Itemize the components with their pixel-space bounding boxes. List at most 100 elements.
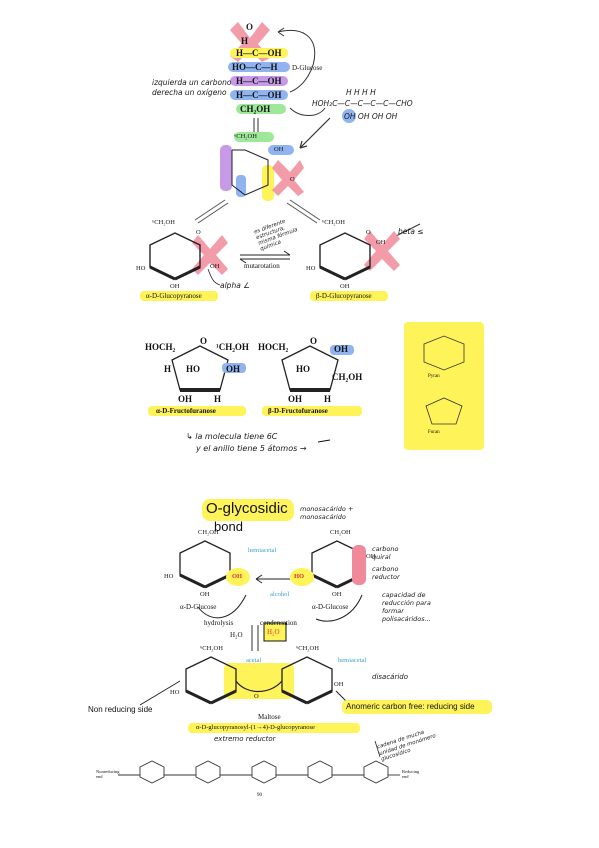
condensation-label: condensation <box>260 619 297 627</box>
pink-highlight-alpha <box>192 235 228 275</box>
left-ho: HO <box>164 573 174 580</box>
mutarotation-label: mutarotation <box>244 262 280 270</box>
open-chain-oh-row: OH OH OH OH <box>344 112 398 121</box>
blue-highlight-ring <box>236 175 246 197</box>
beta-ch2oh: ⁶CH₂OH <box>322 219 345 226</box>
ring-oh-top: OH <box>274 146 284 153</box>
hemiacetal-label-left: hemiacetal <box>248 547 277 554</box>
beta-glucopyranose-name: β-D-Glucopyranose <box>316 292 372 300</box>
beta-ho: HO <box>306 265 316 272</box>
glycosidic-title-bond: bond <box>214 519 243 534</box>
beta-furanose-ring <box>281 345 339 391</box>
alpha-oh-bottom: OH <box>170 283 180 290</box>
glucose-fischer-drawing <box>194 22 421 237</box>
blue-circle-oh <box>342 109 356 123</box>
beta-oh-bottom: OH <box>288 394 303 404</box>
beta-hoch2: HOCH₂ <box>258 342 289 352</box>
pyranose-section: ⁶CH₂OH O OH HO OH alpha ∠ α-D-Glucopyran… <box>0 205 599 315</box>
nonreducing-end-label: Nonreducing end <box>96 769 120 779</box>
alpha-h-left: H <box>164 364 172 374</box>
open-chain-formula: HOH₂C—C—C—C—C—CHO <box>312 99 413 108</box>
pink-hl-right-oh <box>352 545 366 585</box>
pink-highlight-ring <box>272 160 304 196</box>
alpha-oh-right: OH <box>226 364 241 374</box>
blue-hl-alpha-oh <box>222 363 246 373</box>
alpha-ch2oh: ⁶CH₂OH <box>152 219 175 226</box>
furan-label: Furan <box>428 430 440 435</box>
glycosidic-section: O-glycosidic bond monosacárido + monosac… <box>0 495 599 848</box>
blue-highlight-r5 <box>230 90 288 100</box>
yellow-highlight-r2 <box>230 48 288 58</box>
note-extremo-reductor: extremo reductor <box>214 735 276 743</box>
right-oh: OH <box>366 553 376 560</box>
alpha-hoch2: HOCH₂ <box>145 342 176 352</box>
note-carbono-reductor: carbono reductor <box>372 565 400 581</box>
maltose-full-name: α-D-glucopyranosyl-(1→4)-D-glucopyranose <box>196 724 315 731</box>
open-chain-h-row: H H H H <box>346 88 376 97</box>
yellow-hl-alpha-fru <box>148 406 246 416</box>
alpha-furanose-ring <box>171 345 229 391</box>
maltose-left-ch2oh: ⁶CH₂OH <box>200 645 223 652</box>
yellow-hl-beta-name <box>310 291 388 301</box>
left-ch2oh: CH₂OH <box>198 529 219 536</box>
yellow-hl-beta-fru <box>262 406 362 416</box>
beta-oh: OH <box>376 239 386 246</box>
chain-c6: CH₂OH <box>240 104 271 114</box>
h2o-box-label: H₂O <box>267 628 280 636</box>
glycosidic-title: O-glycosidic <box>206 500 288 517</box>
pyranose-drawing <box>140 231 400 301</box>
polymer-chain <box>118 760 400 784</box>
pyran-furan-box <box>404 322 484 450</box>
yellow-hl-alpha-name <box>140 291 218 301</box>
furanose-drawing <box>148 322 484 450</box>
yellow-hl-anomeric <box>342 700 492 714</box>
chain-row-4: H—C—OH <box>236 76 282 86</box>
note-izquierda: izquierda un carbono <box>152 78 232 87</box>
maltose-label: Maltose <box>258 713 281 721</box>
blue-hl-beta-oh <box>330 345 354 355</box>
furanose-section: HOCH₂ O ¹CH₂OH H HO OH OH H α-D-Fructofu… <box>0 320 599 470</box>
glycosidic-drawing <box>118 499 492 784</box>
yellow-hl-right-ho <box>290 568 314 586</box>
alpha-fructofuranose-name: α-D-Fructofuranose <box>156 407 216 415</box>
beta-o: O <box>366 229 371 236</box>
beta-ch2oh: CH₂OH <box>332 372 363 382</box>
c1-h-label: H <box>241 36 249 46</box>
beta-oh-top: OH <box>334 344 349 354</box>
note-monosacaridos: monosacárido + monosacárido <box>300 505 354 521</box>
arrow-to-chain <box>289 107 326 116</box>
reducing-end-label: Reducing end <box>402 769 420 779</box>
chain-row-5: H—C—OH <box>236 90 282 100</box>
note-5-atoms: y el anillo tiene 5 átomos → <box>196 444 307 453</box>
anomeric-carbon-label: Anomeric carbon free: reducing side <box>346 702 475 711</box>
yellow-hl-left-oh <box>226 568 250 586</box>
yellow-hl-acetal <box>224 663 294 699</box>
green-highlight-ring-top <box>234 132 274 142</box>
non-reducing-side-label: Non reducing side <box>88 705 153 714</box>
alpha-note: alpha ∠ <box>220 281 250 290</box>
glucose-fischer-section: O H H—C—OH HO—C—H H—C—OH H—C—OH CH₂OH D-… <box>0 0 599 310</box>
blue-highlight-ring-oh <box>268 145 294 155</box>
beta-h-bottom: H <box>324 394 332 404</box>
chain-row-3: HO—C—H <box>232 62 278 72</box>
blue-highlight-r3 <box>228 62 290 72</box>
alpha-o: O <box>196 229 201 236</box>
note-derecha: derecha un oxígeno <box>152 88 227 97</box>
ring-o: O <box>290 176 295 183</box>
note-disacarido: disacárido <box>372 673 409 681</box>
pink-highlight-beta <box>364 231 400 271</box>
alpha-h-bottom: H <box>214 394 222 404</box>
beta-ho-fru: HO <box>296 364 311 374</box>
hydrolysis-label: hydrolysis <box>204 619 234 627</box>
pyran-label: Pyran <box>428 374 440 379</box>
alpha-ho: HO <box>136 265 146 272</box>
hemiacetal-label-maltose: hemiacetal <box>338 657 367 664</box>
beta-oh-bottom: OH <box>340 283 350 290</box>
right-ch2oh: CH₂OH <box>330 529 351 536</box>
d-glucose-label: D-Glucose <box>292 64 323 72</box>
note-carbono-quiral: carbono quiral <box>372 545 399 561</box>
note-6c: ↳ la molecula tiene 6C <box>186 432 278 441</box>
left-oh-red: OH <box>232 573 243 580</box>
acetal-label: acetal <box>246 657 262 664</box>
yellow-hl-title <box>202 499 294 521</box>
